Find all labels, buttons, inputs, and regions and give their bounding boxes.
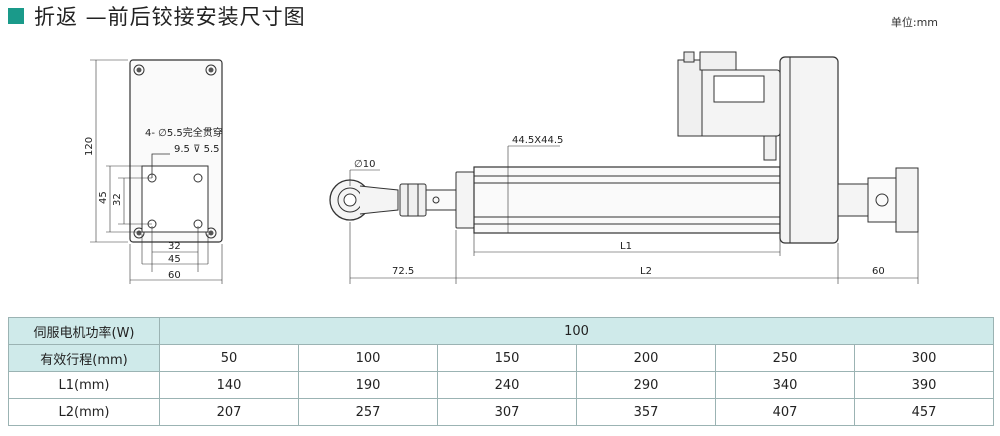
side-view [329,51,919,284]
table-cell: 200 [576,344,716,372]
table-cell: 100 [298,344,438,372]
table-cell: 407 [715,398,855,426]
table-cell: 457 [854,398,994,426]
dim-height-32: 32 [112,193,123,206]
unit-label: 单位:mm [890,16,938,29]
hole-note: 4- ∅5.5完全贯穿 [145,126,223,139]
table-row: 伺服电机功率(W) 100 [8,317,994,345]
table-cell: 300 [854,344,994,372]
motor-power-label: 伺服电机功率(W) [8,317,160,345]
section-marker [8,8,24,24]
counterbore-note: 9.5 ⊽ 5.5 [174,144,219,155]
table-cell: 290 [576,371,716,399]
table-cell: 390 [854,371,994,399]
row-label: L1(mm) [8,371,160,399]
table-row: 有效行程(mm) 50 100 150 200 250 300 [8,344,994,372]
table-cell: 257 [298,398,438,426]
profile-size: 44.5X44.5 [512,135,563,146]
table-cell: 50 [159,344,299,372]
rod-end-diameter: ∅10 [354,159,375,170]
dim-height-45: 45 [98,191,109,204]
technical-drawing: 4- ∅5.5完全贯穿 9.5 ⊽ 5.5 120 45 32 32 45 60 [84,51,919,284]
table-cell: 340 [715,371,855,399]
dim-l1: L1 [620,241,632,252]
dim-front-72-5: 72.5 [392,266,414,277]
table-cell: 240 [437,371,577,399]
table-row: L2(mm) 207 257 307 357 407 457 [8,398,994,426]
dim-height-120: 120 [84,137,95,156]
dim-width-32: 32 [168,241,181,252]
table-cell: 357 [576,398,716,426]
dim-width-60: 60 [168,270,181,281]
dim-l2: L2 [640,266,652,277]
table-cell: 190 [298,371,438,399]
front-view [90,59,223,284]
dim-width-45: 45 [168,254,181,265]
table-cell: 207 [159,398,299,426]
table-row: L1(mm) 140 190 240 290 340 390 [8,371,994,399]
table-cell: 150 [437,344,577,372]
table-cell: 307 [437,398,577,426]
motor-power-value: 100 [159,317,994,345]
page-title: 折返 —前后铰接安装尺寸图 [34,5,306,29]
table-cell: 140 [159,371,299,399]
row-label: L2(mm) [8,398,160,426]
page-header: 折返 —前后铰接安装尺寸图 单位:mm [0,0,1000,36]
row-label: 有效行程(mm) [8,344,160,372]
dim-rear-60: 60 [872,266,885,277]
spec-table: 伺服电机功率(W) 100 有效行程(mm) 50 100 150 200 25… [8,317,994,426]
table-cell: 250 [715,344,855,372]
